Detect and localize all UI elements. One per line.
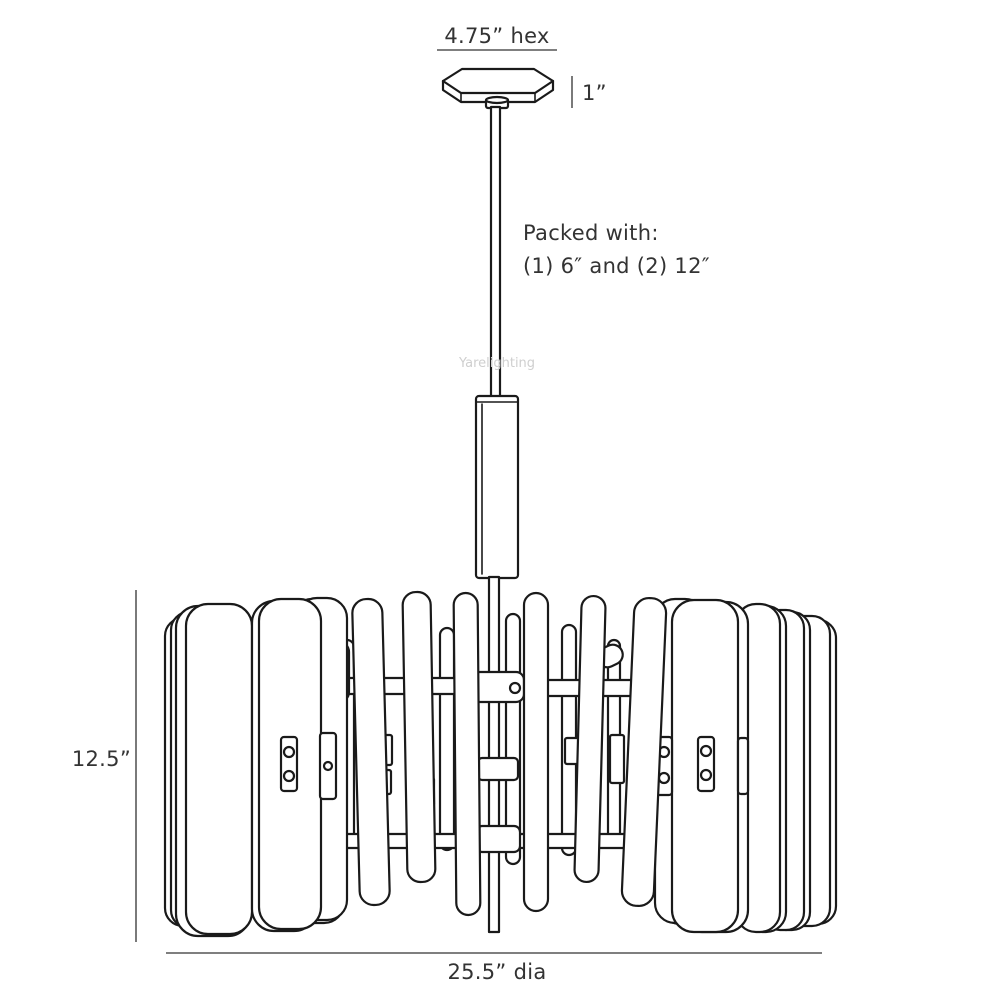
clip-screw	[282, 745, 296, 759]
clip-screw	[699, 744, 713, 758]
shade-slab	[620, 596, 668, 908]
clip-screw	[282, 769, 296, 783]
shade-slab	[573, 594, 607, 884]
canopy	[441, 67, 555, 110]
lower-collar	[474, 824, 522, 854]
shade-slab	[452, 591, 482, 917]
watermark: Yarelighting	[458, 356, 535, 371]
clip-screw	[322, 760, 334, 772]
shade-slab	[184, 602, 254, 936]
fixture-diameter-label: 25.5” dia	[447, 960, 546, 984]
stem	[474, 105, 520, 580]
lower-rod	[487, 575, 501, 934]
slab-clips	[279, 731, 750, 801]
slab-clip	[736, 736, 750, 796]
fixture-height-label: 12.5”	[72, 747, 131, 771]
packing-note-contents: (1) 6″ and (2) 12″	[523, 254, 710, 278]
labels: 4.75” hex 1” Packed with: (1) 6″ and (2)…	[72, 24, 710, 984]
shade-front	[351, 590, 668, 917]
collar-screw	[508, 681, 522, 695]
shade-slab	[351, 597, 391, 907]
canopy-nut-top	[484, 95, 510, 105]
shade-slab	[522, 591, 550, 913]
clip-screw	[699, 768, 713, 782]
slab-clip	[279, 735, 299, 793]
canopy-top	[441, 67, 555, 95]
shade-slab	[401, 590, 437, 884]
back-fin	[438, 626, 456, 852]
clip-screw	[657, 771, 671, 785]
dimension-lines	[135, 49, 822, 954]
canopy-height-label: 1”	[582, 81, 607, 105]
upper-rod	[489, 105, 502, 399]
canopy-width-label: 4.75” hex	[444, 24, 549, 48]
socket	[608, 733, 626, 785]
packing-note-heading: Packed with:	[523, 221, 659, 245]
mid-collar	[476, 756, 520, 782]
